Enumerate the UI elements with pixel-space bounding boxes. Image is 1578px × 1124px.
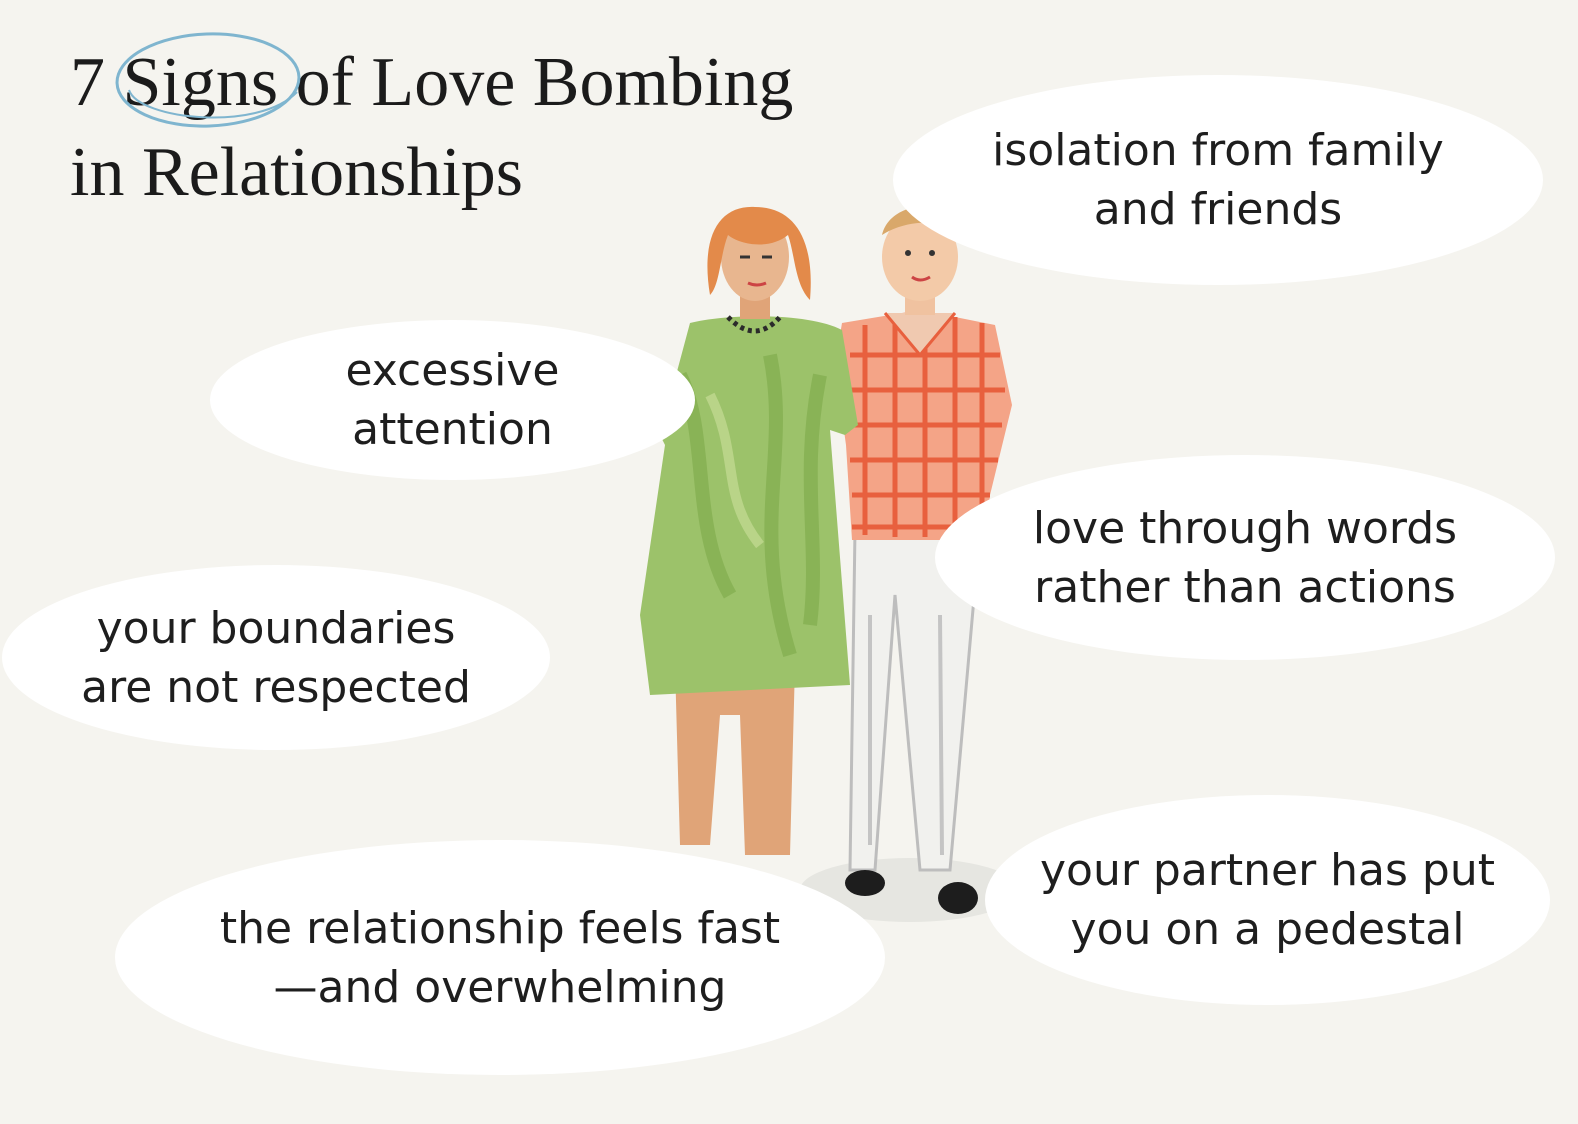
couple-illustration (640, 206, 1020, 922)
sign-text: love through words rather than actions (1032, 502, 1458, 613)
title-number: 7 (70, 44, 105, 121)
sign-text: your partner has put you on a pedestal (1039, 845, 1496, 955)
woman-figure (640, 206, 858, 855)
page-title: 7 Signs of Love Bombing in Relationships (70, 32, 794, 218)
title-highlight-word: Signs (122, 44, 279, 121)
sign-bubble-isolation: isolation from family and friends (893, 75, 1543, 285)
sign-bubble-pedestal: your partner has put you on a pedestal (985, 795, 1550, 1005)
sign-bubble-excessive-attention: excessive attention (210, 320, 695, 480)
title-line-1: 7 Signs of Love Bombing (70, 32, 794, 128)
sign-text: excessive attention (345, 345, 560, 455)
sign-bubble-boundaries: your boundaries are not respected (2, 565, 550, 750)
title-rest: of Love Bombing (295, 44, 794, 121)
sign-bubble-words-not-actions: love through words rather than actions (935, 455, 1555, 660)
man-figure (835, 206, 1012, 914)
sign-bubble-fast-overwhelming: the relationship feels fast —and overwhe… (115, 840, 885, 1075)
title-highlight: Signs (115, 32, 300, 128)
sign-text: your boundaries are not respected (81, 602, 471, 713)
title-line-2: in Relationships (70, 134, 524, 211)
sign-text: isolation from family and friends (992, 125, 1444, 235)
sign-text: the relationship feels fast —and overwhe… (219, 902, 781, 1013)
